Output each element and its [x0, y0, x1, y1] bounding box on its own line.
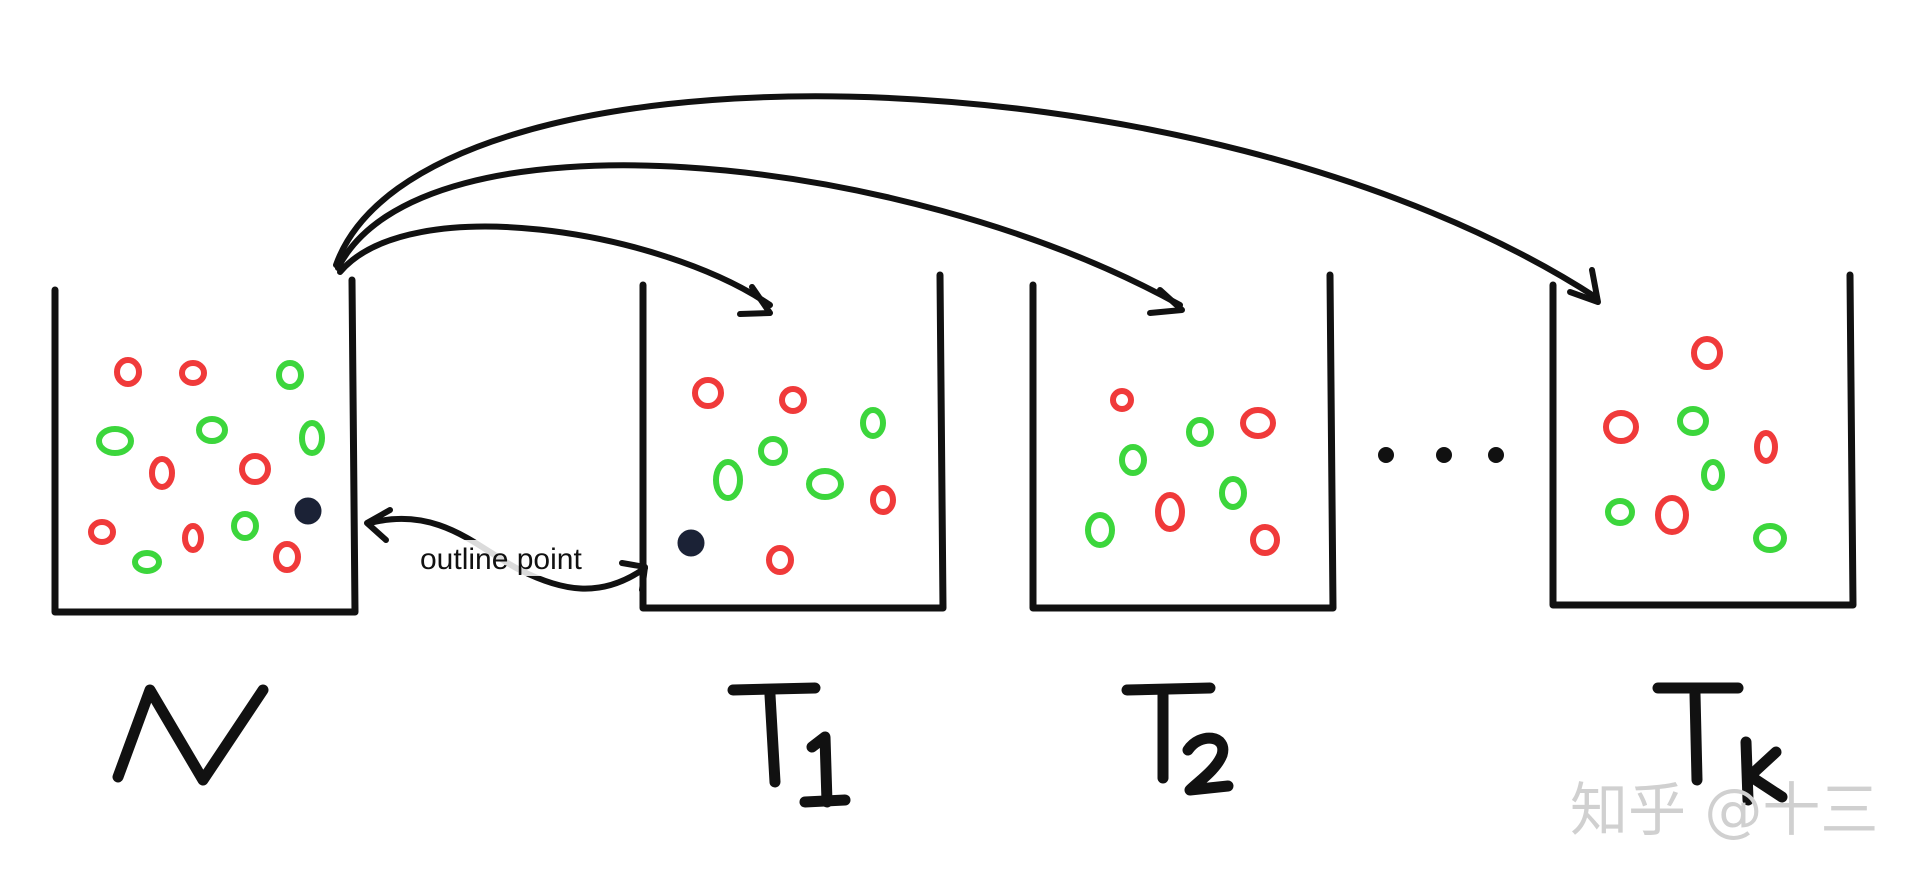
red-point	[273, 541, 301, 573]
outlier-point	[677, 529, 705, 557]
green-point	[1605, 498, 1635, 526]
bucket-t2-points	[1085, 388, 1280, 556]
red-point	[1655, 495, 1689, 535]
bucket-t2	[1029, 271, 1337, 612]
glyph-t	[1121, 682, 1216, 696]
glyph-t	[727, 682, 821, 696]
outlier-arrowhead-right	[619, 560, 648, 593]
red-point	[1754, 430, 1778, 464]
label-tk: Tk	[1652, 682, 1788, 806]
red-point	[182, 523, 204, 553]
red-point	[1691, 336, 1723, 370]
ellipsis: ...	[1378, 447, 1504, 463]
outlier-point	[294, 497, 322, 525]
green-point	[1677, 406, 1709, 436]
green-point	[713, 459, 743, 501]
outlier-label: outline point	[420, 543, 582, 576]
green-point	[1753, 523, 1787, 553]
red-point	[239, 453, 271, 485]
red-point	[88, 519, 116, 545]
watermark: 知乎 @十三	[1570, 776, 1878, 844]
green-point	[132, 550, 162, 574]
bucket-n-points	[88, 357, 325, 574]
arrow-n-to-t1	[337, 223, 773, 308]
arrowhead-t2	[1147, 287, 1185, 316]
arrows-from-n	[333, 93, 1601, 317]
glyph-t	[1689, 688, 1703, 786]
green-point	[860, 407, 886, 439]
red-point	[1250, 524, 1280, 556]
red-point	[870, 485, 896, 515]
green-point	[1701, 459, 1725, 491]
green-point	[196, 416, 228, 444]
green-point	[1186, 417, 1214, 447]
red-point	[149, 456, 175, 490]
glyph-subscript-1	[799, 794, 851, 808]
green-point	[1085, 512, 1115, 548]
ellipsis-dot	[1436, 447, 1452, 463]
green-point	[1119, 444, 1147, 476]
glyph-n	[112, 684, 269, 786]
bucket-t1-points	[677, 377, 896, 575]
label-t2: T2	[1121, 682, 1234, 796]
green-point	[299, 420, 325, 456]
bucket-n	[51, 276, 359, 616]
glyph-subscript-2	[1182, 732, 1234, 796]
glyph-t	[764, 689, 781, 788]
green-point	[231, 511, 259, 541]
arrowhead-t1	[737, 284, 773, 317]
red-point	[1155, 492, 1185, 532]
green-point	[276, 360, 304, 390]
label-t1: T1	[727, 682, 851, 808]
ellipsis-dot	[1378, 447, 1394, 463]
outlier-arrow: outline point	[364, 507, 648, 593]
red-point	[692, 377, 724, 409]
glyph-subscript-k	[1740, 736, 1754, 806]
arrow-n-to-tk	[333, 93, 1600, 301]
red-point	[779, 386, 807, 414]
red-point	[1603, 410, 1639, 444]
glyph-subscript-k	[1744, 746, 1788, 803]
outlier-arrowhead-left	[364, 507, 393, 543]
bucket-tk-points	[1603, 336, 1787, 553]
green-point	[96, 426, 134, 456]
red-point	[766, 545, 794, 575]
glyph-subscript-1	[806, 731, 833, 808]
red-point	[179, 360, 207, 386]
green-point	[758, 436, 788, 466]
bucket-t1	[639, 271, 947, 612]
ellipsis-dot	[1488, 447, 1504, 463]
bucket-tk	[1549, 271, 1857, 609]
red-point	[114, 357, 142, 387]
green-point	[806, 468, 844, 500]
arrow-n-to-t2	[335, 162, 1183, 308]
red-point	[1110, 388, 1134, 412]
label-n: N	[112, 684, 269, 786]
green-point	[1219, 476, 1247, 510]
red-point	[1240, 407, 1276, 439]
arrowhead-tk	[1567, 267, 1601, 305]
